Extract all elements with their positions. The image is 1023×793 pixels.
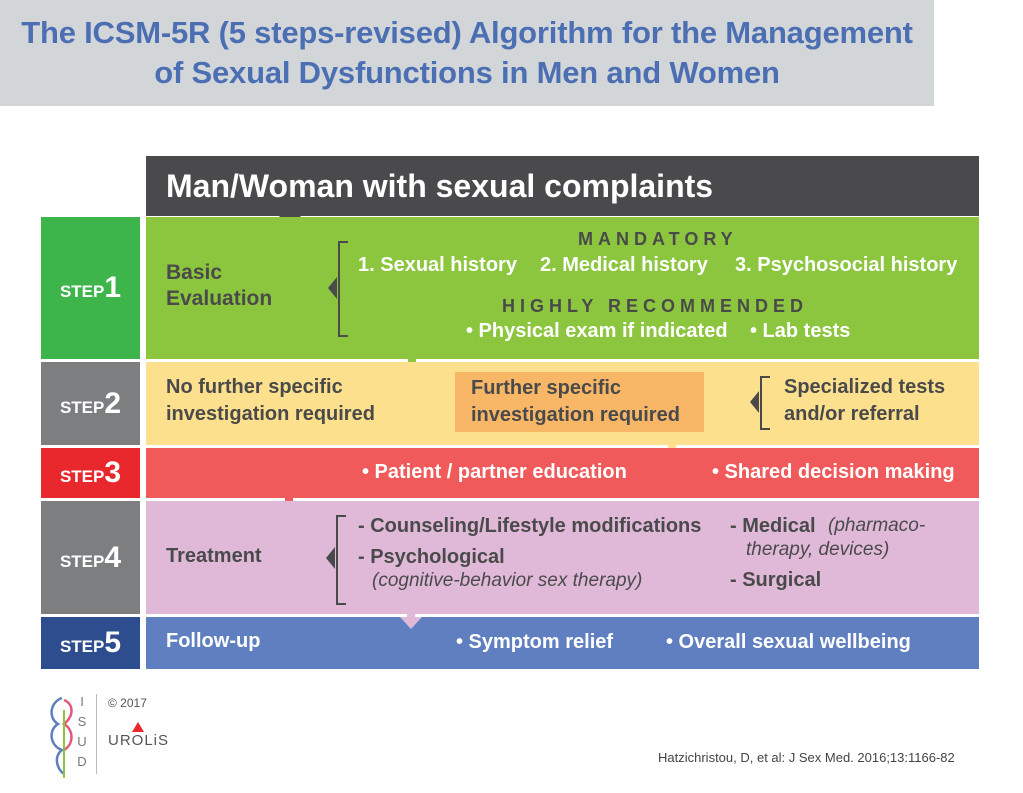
citation-text: Hatzichristou, D, et al: J Sex Med. 2016… — [658, 750, 955, 765]
lab-tests: • Lab tests — [750, 320, 851, 342]
counseling-item: - Counseling/Lifestyle modifications — [358, 515, 702, 537]
highly-recommended-heading: HIGHLY RECOMMENDED — [502, 296, 809, 316]
urolis-logo-triangle — [132, 722, 144, 732]
step-3-band: • Patient / partner education • Shared d… — [146, 448, 979, 498]
medical-history: 2. Medical history — [540, 254, 708, 276]
step-2-band: No further specific investigation requir… — [146, 362, 979, 445]
isud-logo — [42, 690, 88, 780]
isud-letters: I S U D — [77, 694, 87, 769]
step-1-bracket — [338, 241, 348, 337]
treatment-label: Treatment — [166, 545, 262, 567]
step-1-bracket-notch — [328, 277, 337, 299]
step-4-bracket — [336, 515, 346, 605]
header-text: Man/Woman with sexual complaints — [166, 168, 714, 204]
copyright-text: © 2017 — [108, 696, 147, 710]
header-band: Man/Woman with sexual complaints — [146, 156, 979, 216]
no-further-line2: investigation required — [166, 403, 375, 425]
psychological-item: - Psychological — [358, 546, 505, 568]
medical-sub-2: therapy, devices) — [746, 539, 890, 560]
mandatory-heading: MANDATORY — [578, 229, 738, 249]
basic-label: Basic — [166, 261, 223, 284]
specialized-tests-line2: and/or referral — [784, 403, 920, 425]
evaluation-label: Evaluation — [166, 287, 273, 310]
no-further-line1: No further specific — [166, 376, 343, 398]
further-specific-box — [455, 372, 704, 432]
psychosocial-history: 3. Psychosocial history — [735, 254, 958, 276]
arrow-down-step4-overlay — [400, 617, 422, 629]
shared-decision: • Shared decision making — [712, 461, 955, 483]
urolis-logo-text: UROLiS — [108, 732, 170, 749]
step-2-bracket-notch — [750, 391, 759, 413]
medical-sub-1: (pharmaco- — [828, 515, 926, 536]
patient-education: • Patient / partner education — [362, 461, 627, 483]
step-1-band: Basic Evaluation MANDATORY 1. Sexual his… — [146, 217, 979, 359]
follow-up-label: Follow-up — [166, 630, 261, 652]
overall-wellbeing: • Overall sexual wellbeing — [666, 631, 911, 653]
specialized-tests-line1: Specialized tests — [784, 376, 946, 398]
surgical-item: - Surgical — [730, 569, 822, 591]
footer-divider — [96, 694, 97, 774]
title-line-2: of Sexual Dysfunctions in Men and Women — [154, 55, 780, 90]
title-banner: The ICSM-5R (5 steps-revised) Algorithm … — [0, 0, 934, 106]
isud-logo-icon — [50, 696, 73, 778]
step-4-band: Treatment - Counseling/Lifestyle modific… — [146, 501, 979, 614]
step-4-bracket-notch — [326, 547, 335, 569]
further-specific-line2: investigation required — [471, 404, 680, 426]
medical-item: - Medical — [730, 515, 816, 537]
step-2-bracket — [760, 376, 770, 430]
title-line-1: The ICSM-5R (5 steps-revised) Algorithm … — [21, 15, 913, 50]
further-specific-line1: Further specific — [471, 377, 622, 399]
symptom-relief: • Symptom relief — [456, 631, 614, 653]
step-5-band: Follow-up • Symptom relief • Overall sex… — [146, 617, 979, 669]
physical-exam: • Physical exam if indicated — [466, 320, 728, 342]
psychological-sub: (cognitive-behavior sex therapy) — [372, 570, 643, 591]
sexual-history: 1. Sexual history — [358, 254, 517, 276]
